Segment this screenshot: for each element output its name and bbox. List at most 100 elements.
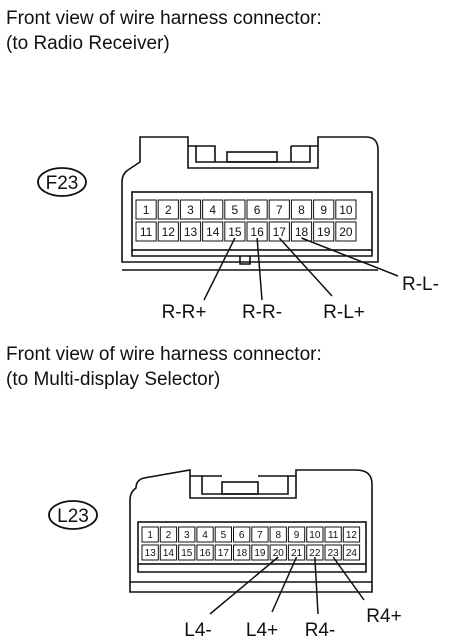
connector2-pin-cell-14 — [159, 544, 178, 561]
connector2-pin-cell-18 — [233, 544, 251, 561]
connector2-callout-line-23 — [332, 556, 365, 601]
connector2-pin-number: 5 — [221, 530, 227, 541]
connector2-pin-cell-1 — [141, 526, 159, 543]
connector2-pin-cell-10 — [306, 526, 324, 543]
connector2-pin-number: 19 — [254, 548, 266, 559]
connector2-pin-cell-23 — [324, 544, 342, 561]
connector1-pin-cell-9 — [313, 199, 335, 220]
connector2-pin-number: 14 — [163, 548, 175, 559]
connector2-pin-number: 9 — [294, 530, 300, 541]
connector1-key — [239, 256, 251, 265]
connector1-pin-number: 19 — [317, 225, 331, 239]
connector2-body — [129, 469, 373, 593]
connector1-callout-line-16 — [256, 237, 263, 301]
connector1-callouts: R-R+ R-R- R-L+ R-L- — [162, 237, 439, 323]
connector1-pin-cell-15 — [224, 221, 246, 242]
connector1-pin-number: 18 — [295, 225, 309, 239]
connector2-pin-cell-6 — [233, 526, 251, 543]
connector1-pin-cell-3 — [179, 199, 202, 220]
connector2-pin-cell-12 — [342, 526, 361, 543]
connector1-callout-label: R-R- — [242, 302, 282, 323]
connector1-latch — [188, 145, 318, 163]
connector2-pin-number: 20 — [273, 548, 285, 559]
connector1-pin-cell-13 — [179, 221, 202, 242]
connector1-pin-cell-5 — [224, 199, 246, 220]
connector1-pin-number: 13 — [184, 225, 198, 239]
connector1-body — [121, 136, 379, 263]
connector1-pin-number: 11 — [140, 225, 153, 239]
connector1-heading-line2: (to Radio Receiver) — [6, 33, 170, 54]
connector1-pin-number: 15 — [228, 225, 242, 239]
connector1-callout-label: R-L- — [402, 274, 439, 295]
connector1-pin-number: 16 — [250, 225, 264, 239]
connector1-heading: Front view of wire harness connector: (t… — [6, 6, 322, 56]
connector2-pin-number: 3 — [184, 530, 190, 541]
connector1-pin-cell-10 — [335, 199, 357, 220]
connector1-pin-cell-7 — [268, 199, 290, 220]
connector2-pin-number: 7 — [257, 530, 263, 541]
connector2-pin-cell-13 — [141, 544, 159, 561]
connector2-pin-number: 4 — [202, 530, 208, 541]
connector1-pin-cell-6 — [246, 199, 268, 220]
connector2-pin-cell-8 — [269, 526, 287, 543]
connector2-pin-number: 16 — [199, 548, 211, 559]
connector1-pin-cell-18 — [290, 221, 313, 242]
connector2-callout-label: L4- — [184, 620, 211, 641]
connector1-pin-cell-20 — [335, 221, 357, 242]
connector1-code-oval — [37, 167, 87, 197]
connector1-pin-number: 6 — [254, 203, 261, 217]
connector2-callouts: L4-L4+R4-R4+ — [184, 556, 402, 641]
connector2-pin-number: 21 — [291, 548, 303, 559]
connector1-callout-label: R-L+ — [323, 302, 365, 323]
connector2-pin-number: 1 — [147, 530, 153, 541]
connector2-callout-line-20 — [209, 556, 279, 615]
connector1-pin-cell-17 — [268, 221, 290, 242]
connector1-pin-number: 8 — [298, 203, 305, 217]
connector2-pin-number: 8 — [275, 530, 281, 541]
connector1-callout-line-18 — [301, 237, 399, 277]
connector2-pin-cell-3 — [178, 526, 196, 543]
connector2-pin-cell-7 — [251, 526, 269, 543]
connector1-drawing — [37, 136, 379, 271]
connector2-pin-number: 22 — [309, 548, 321, 559]
connector2-pin-number: 12 — [346, 530, 358, 541]
connector2-pin-cell-15 — [178, 544, 196, 561]
connector2-pin-cell-24 — [342, 544, 361, 561]
connector2-pin-number: 23 — [328, 548, 340, 559]
connector2-callout-label: R4+ — [366, 606, 401, 627]
connector2-callout-line-21 — [271, 556, 298, 613]
connector1-code-label: F23 — [46, 173, 79, 194]
connector2-callout-label: R4- — [305, 620, 336, 641]
connector2-pin-number: 17 — [218, 548, 230, 559]
connector2-pin-cell-21 — [287, 544, 306, 561]
connector1-pin-number: 7 — [276, 203, 283, 217]
connector1-callout-label: R-R+ — [162, 302, 207, 323]
connector2-pin-number: 13 — [145, 548, 157, 559]
connector2-pin-number: 10 — [309, 530, 321, 541]
connector1-pin-number: 4 — [209, 203, 216, 217]
connector2-heading-line1: Front view of wire harness connector: — [6, 344, 322, 365]
connector2-pin-number: 11 — [328, 530, 339, 541]
connector1-pin-number: 12 — [162, 225, 176, 239]
connector2-pin-cell-4 — [196, 526, 214, 543]
connector1-pin-number: 17 — [273, 225, 287, 239]
connector2-pin-cell-17 — [214, 544, 232, 561]
connector1-pin-cell-12 — [157, 221, 179, 242]
connector2-pin-number: 24 — [346, 548, 358, 559]
connector1-pin-number: 9 — [320, 203, 327, 217]
connector2-pin-number: 18 — [236, 548, 248, 559]
connector2-callout-line-22 — [314, 556, 319, 615]
connector2-bottom-lip — [137, 564, 367, 573]
connector2-pin-cell-11 — [324, 526, 342, 543]
connector2-code-oval — [48, 500, 98, 530]
connector2-pin-cell-2 — [159, 526, 178, 543]
connector1-pin-cell-4 — [202, 199, 224, 220]
connector1-pin-cell-8 — [290, 199, 313, 220]
connector1-callout-line-15 — [203, 237, 236, 301]
connector1-pin-number: 1 — [143, 203, 150, 217]
connector1-callout-line-17 — [278, 237, 333, 297]
connector2-drawing — [48, 469, 373, 593]
connector2-pin-number: 6 — [239, 530, 245, 541]
connector2-heading-line2: (to Multi-display Selector) — [6, 369, 221, 390]
